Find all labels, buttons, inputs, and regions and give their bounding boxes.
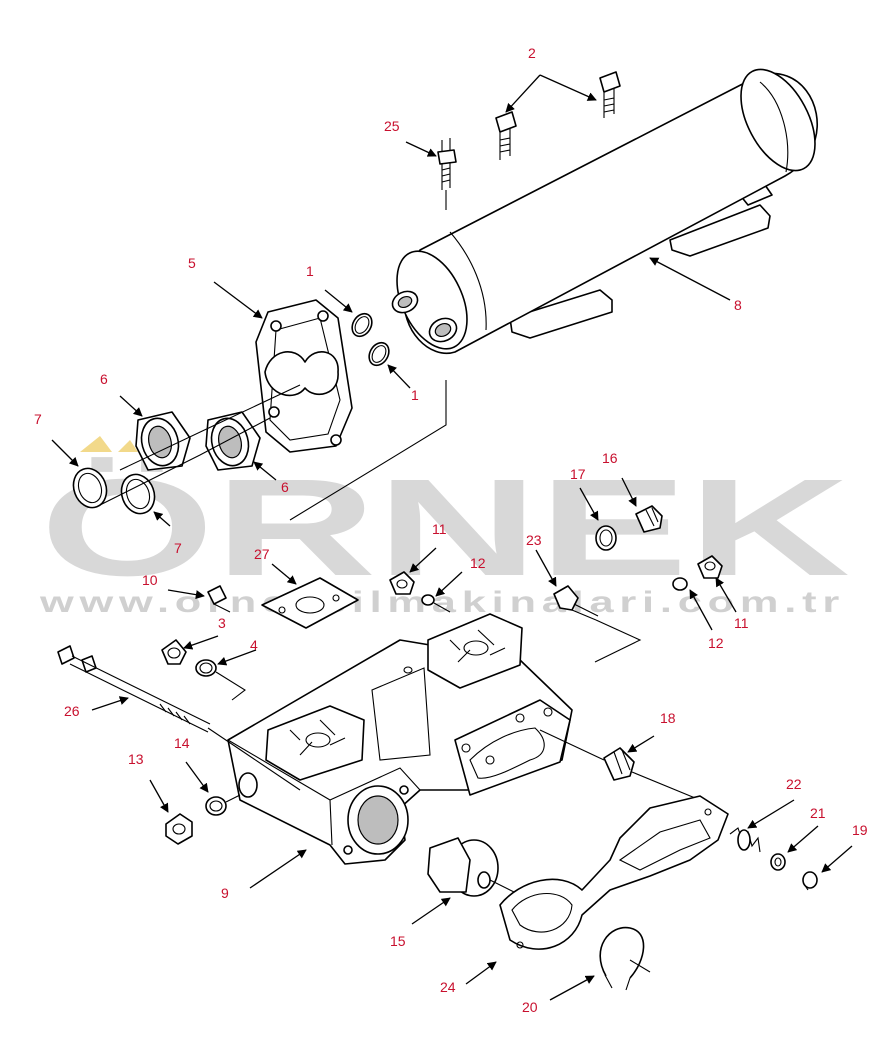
- callout-8: 8: [734, 297, 742, 313]
- part-4-washer: [195, 659, 246, 701]
- leader-arrows: [51, 74, 853, 1001]
- callout-3: 3: [218, 615, 226, 631]
- callout-20: 20: [522, 999, 538, 1015]
- callout-11-right: 11: [734, 615, 749, 631]
- part-12-washer-right: [672, 577, 688, 591]
- callout-26: 26: [64, 703, 80, 719]
- callout-17: 17: [570, 466, 586, 482]
- part-5-adapter-plate: [255, 299, 353, 453]
- callout-1-upper: 1: [306, 263, 314, 279]
- callout-12-left: 12: [470, 555, 486, 571]
- part-8-cylinder: [391, 68, 818, 355]
- callout-24: 24: [440, 979, 456, 995]
- callout-11-left: 11: [432, 521, 447, 537]
- callout-16: 16: [602, 450, 618, 466]
- part-15-thermostat: [427, 837, 521, 897]
- part-14-washer: [205, 794, 241, 816]
- callout-21: 21: [810, 805, 826, 821]
- part-2-bolts: [495, 71, 621, 160]
- callout-7-left: 7: [34, 411, 42, 427]
- part-16-plug: [635, 505, 663, 533]
- callout-6-right: 6: [281, 479, 289, 495]
- watermark: ÖRNEK www.orneksilmakinalari.com.tr: [39, 436, 850, 619]
- part-24-gasket: [499, 795, 729, 950]
- assembly-centerlines: [99, 380, 447, 521]
- callout-27: 27: [254, 546, 270, 562]
- callout-19: 19: [852, 822, 868, 838]
- callout-1-lower: 1: [411, 387, 419, 403]
- part-23-sensor: [553, 585, 642, 663]
- callout-4: 4: [250, 637, 258, 653]
- callout-13: 13: [128, 751, 144, 767]
- callout-25: 25: [384, 118, 400, 134]
- callout-2: 2: [528, 45, 536, 61]
- callout-10: 10: [142, 572, 158, 588]
- part-20-snap-ring: [599, 926, 651, 991]
- part-3-fitting: [161, 639, 187, 665]
- part-9-valve-housing: [227, 613, 573, 865]
- part-13-plug: [165, 813, 193, 845]
- callout-14: 14: [174, 735, 190, 751]
- callout-5: 5: [188, 255, 196, 271]
- part-27-gasket: [261, 577, 359, 629]
- part-1-orings: [351, 312, 390, 367]
- callout-18: 18: [660, 710, 676, 726]
- callout-9: 9: [221, 885, 229, 901]
- part-7-rings: [72, 467, 156, 515]
- part-12-washer-left: [421, 594, 451, 613]
- part-21-washer: [770, 853, 786, 871]
- part-11-fitting-left: [389, 571, 415, 595]
- part-22-spring: [729, 827, 761, 853]
- callout-22: 22: [786, 776, 802, 792]
- callout-23: 23: [526, 532, 542, 548]
- callout-labels: 1 1 2 25 5 6 6 7 7 8 9 10 11 11 12 12 13…: [34, 45, 868, 1015]
- part-17-ring: [595, 525, 617, 551]
- watermark-logo: ÖRNEK: [40, 451, 850, 605]
- part-25-stud: [437, 138, 457, 210]
- callout-7-right: 7: [174, 540, 182, 556]
- watermark-accent-mark: [80, 436, 138, 452]
- part-18-fitting: [539, 729, 701, 801]
- callout-12-right: 12: [708, 635, 724, 651]
- part-26-long-bolt: [57, 645, 301, 791]
- part-10-plug: [207, 585, 231, 613]
- part-11-fitting-right: [697, 555, 723, 579]
- callout-15: 15: [390, 933, 406, 949]
- part-19-clip: [802, 871, 818, 891]
- callout-6-left: 6: [100, 371, 108, 387]
